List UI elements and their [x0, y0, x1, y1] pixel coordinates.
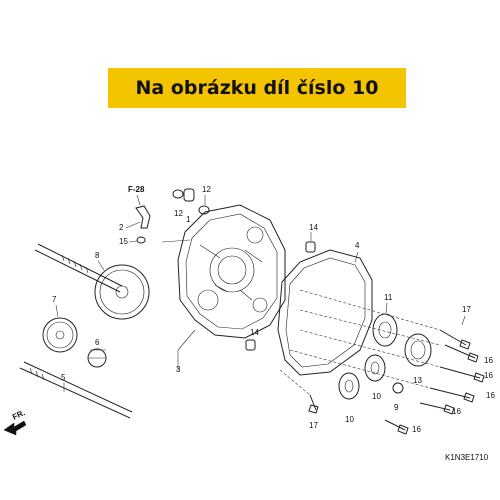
- shaft-8-top-edge: [37, 243, 123, 287]
- gear-8-inner: [99, 269, 145, 315]
- gasket-inner-edge: [285, 257, 366, 368]
- leader-8: [97, 260, 105, 271]
- callout-7: 7: [52, 295, 57, 304]
- callout-16a: 16: [484, 356, 493, 365]
- callout-14b: 14: [250, 328, 259, 337]
- callout-16b: 16: [484, 371, 493, 380]
- o-ring: [198, 205, 210, 215]
- callout-10b: 10: [345, 415, 354, 424]
- callout-14a: 14: [309, 223, 318, 232]
- callout-12b: 12: [202, 185, 211, 194]
- bolt-17a: [439, 329, 471, 350]
- breather-hose: [135, 205, 151, 229]
- bearing-11-race: [378, 321, 392, 339]
- page-reference: F-28: [128, 185, 145, 194]
- gear-7-hub: [55, 330, 65, 340]
- dowel-14a: [305, 241, 316, 253]
- callout-16c: 16: [486, 391, 495, 400]
- bearing-10b: [338, 372, 360, 400]
- transmission-case: [177, 204, 286, 339]
- alignment-lines: [279, 289, 441, 396]
- dowel-14b: [245, 339, 256, 351]
- leader-4: [354, 251, 359, 263]
- callout-17a: 17: [462, 305, 471, 314]
- callout-15: 15: [119, 237, 128, 246]
- callout-5: 5: [61, 373, 66, 382]
- gear-6-teeth: [88, 349, 106, 359]
- part-number-banner: Na obrázku díl číslo 10: [108, 68, 406, 108]
- callout-13: 13: [413, 376, 422, 385]
- callout-11: 11: [384, 293, 393, 302]
- gear-8-hub: [115, 285, 129, 299]
- oil-seal-13-lip: [410, 340, 426, 360]
- leader-15: [128, 240, 138, 243]
- case-bolt-hole-line: [161, 239, 191, 243]
- hose-clip: [136, 236, 146, 244]
- bolt-16d: [419, 402, 455, 415]
- bearing-10b-race: [344, 379, 354, 393]
- leader-2: [125, 221, 141, 229]
- callout-8: 8: [95, 251, 100, 260]
- leader-17a: [461, 315, 466, 326]
- shaft-5-splines: [29, 367, 45, 381]
- front-direction-arrow: [3, 420, 27, 436]
- diagram-code: K1N3E1710: [445, 453, 489, 462]
- bolt-16a: [444, 344, 479, 363]
- dowel-pin: [183, 188, 195, 202]
- callout-12a: 12: [174, 209, 183, 218]
- gear-7-inner: [46, 321, 74, 349]
- callout-1: 1: [186, 215, 191, 224]
- bolt-16c: [429, 387, 475, 403]
- leader-11: [385, 302, 388, 314]
- f28-leader: [136, 194, 141, 206]
- washer-9: [392, 382, 404, 394]
- case-boss-upper: [246, 226, 264, 244]
- bolt-16e: [384, 419, 409, 435]
- shaft-8: [34, 249, 121, 293]
- callout-4: 4: [355, 241, 360, 250]
- case-bore-lower: [197, 289, 219, 311]
- banner-text: Na obrázku díl číslo 10: [135, 77, 379, 99]
- case-flange: [185, 213, 278, 330]
- gear-7: [42, 317, 78, 353]
- leader-7: [55, 304, 59, 318]
- leader-3b: [177, 329, 196, 351]
- bolt-16b: [439, 366, 485, 383]
- case-ribs: [199, 244, 263, 301]
- shaft-5: [19, 367, 131, 419]
- oil-seal-ring: [172, 189, 184, 199]
- bolt-17b: [308, 394, 319, 414]
- case-boss-lower: [252, 297, 268, 313]
- front-label: FR.: [11, 408, 26, 422]
- bearing-11: [372, 313, 398, 347]
- gear-8: [94, 264, 150, 320]
- shaft-5-edge: [23, 361, 133, 413]
- callout-9: 9: [394, 403, 399, 412]
- callout-16d: 16: [452, 407, 461, 416]
- callout-16e: 16: [412, 425, 421, 434]
- bearing-10a-race: [370, 361, 380, 375]
- oil-seal-13: [404, 333, 432, 367]
- shaft-8-splines: [61, 254, 89, 274]
- callout-6: 6: [95, 338, 100, 347]
- case-gasket: [277, 249, 373, 376]
- bearing-10a: [364, 354, 386, 382]
- callout-3: 3: [176, 365, 181, 374]
- callout-17b: 17: [309, 421, 318, 430]
- case-bore-main: [209, 247, 255, 293]
- callout-2: 2: [119, 223, 124, 232]
- case-bore-inner: [217, 255, 247, 285]
- callout-10a: 10: [372, 392, 381, 401]
